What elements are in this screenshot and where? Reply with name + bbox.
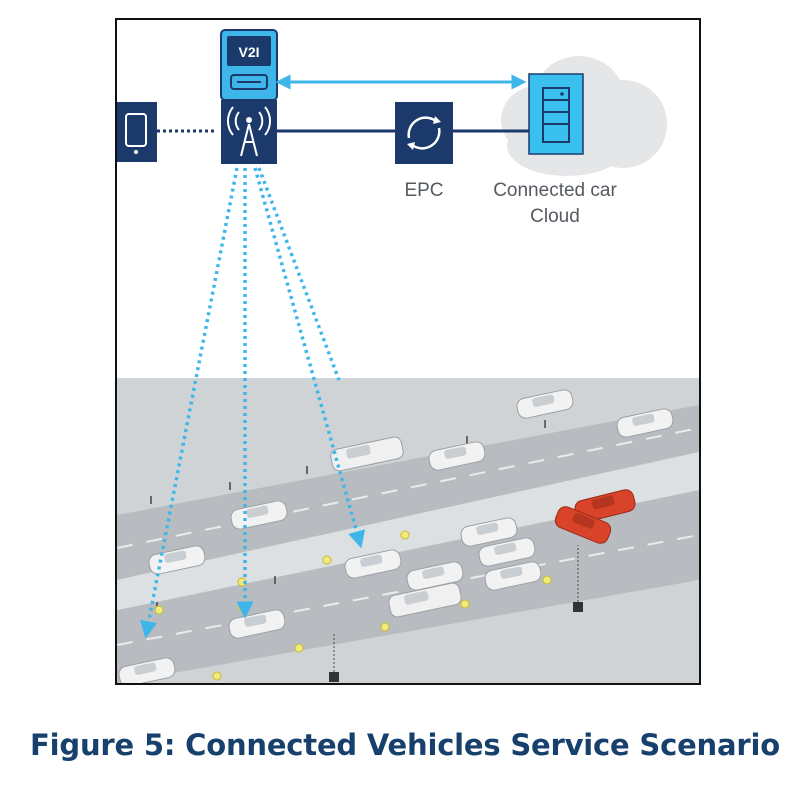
link-line [140,167,239,639]
v2i-label: V2I [238,44,259,60]
figure-caption: Figure 5: Connected Vehicles Service Sce… [30,728,780,762]
antenna-icon [221,100,277,164]
car-icon [554,506,612,544]
road-lower [117,490,699,683]
road-scene [117,378,699,683]
car-icon [406,561,464,591]
car-icon [616,408,674,438]
car-icon [230,500,288,530]
link-line [253,167,366,549]
lane-marking [117,534,699,646]
cloud-label-line1: Connected car [493,180,617,201]
car-icon [428,441,486,471]
v2i-diagram: V2I EPC [117,29,699,683]
signal-marker-icon [329,632,339,682]
server-icon [528,73,584,155]
car-icon [484,561,542,591]
broadcast-links [140,167,366,639]
car-icon [478,537,536,567]
cloud-label-line2: Cloud [530,206,580,227]
cloud-icon [501,56,667,176]
figure-frame: V2I EPC [115,18,701,685]
median [117,452,699,610]
car-icon [344,549,402,579]
car-icon [516,389,574,419]
traffic [118,389,674,683]
epc-sync-icon [395,102,453,164]
car-icon [118,657,176,683]
car-icon [388,582,462,618]
epc-label: EPC [404,180,443,201]
link-line [257,167,341,381]
rsu-device-icon: V2I [220,29,278,101]
car-icon [460,517,518,547]
car-icon [330,436,404,472]
lane-marking [117,427,699,549]
network-top: V2I EPC [117,29,667,227]
phone-icon [117,102,157,162]
car-icon [148,545,206,575]
road-upper [117,405,699,580]
signal-marker-icon [573,545,583,612]
